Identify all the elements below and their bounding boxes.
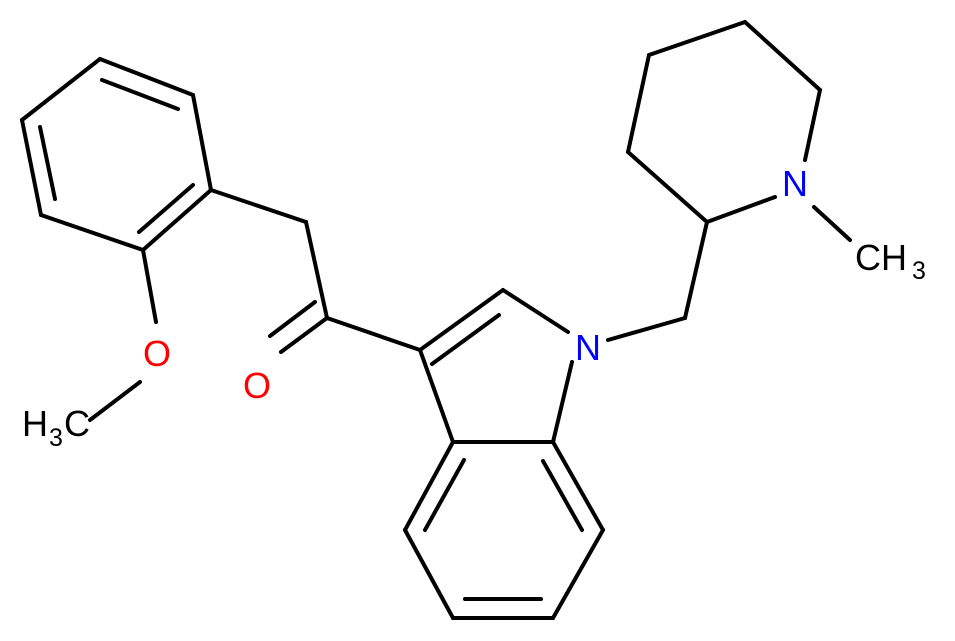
piperidine-nitrogen-label: N [782,163,808,204]
bond [20,118,43,217]
bond [683,220,709,320]
bond [137,183,195,234]
bond [626,53,651,154]
bond [191,93,213,192]
methoxy-methyl-subscript: 3 [49,424,63,452]
bond [20,57,102,122]
methoxy-oxygen-label: O [143,333,171,374]
bond [268,300,317,338]
indole-benzene-ring [403,440,605,620]
bond [209,188,308,224]
bond [551,440,605,532]
bond [403,528,455,620]
methoxy-methyl-h: H [22,403,48,444]
bond [743,20,822,92]
bond [98,57,195,97]
bond [705,195,777,224]
bond [403,440,455,532]
bond [39,213,145,252]
methoxyphenyl-ring [20,57,213,252]
n-methyl-label: CH 3 [855,237,926,285]
bond [606,316,687,342]
bond [501,288,570,334]
n-methyl-ch: CH [855,237,907,278]
methoxy-methyl-label: H 3 C [22,403,90,452]
bond [541,459,584,532]
bond [647,20,747,57]
bond [803,88,822,162]
bond [141,188,213,252]
bond [626,150,709,224]
bond [88,380,142,422]
bond [418,288,505,352]
bond [430,313,501,366]
n-methyl-subscript: 3 [912,257,926,285]
bond [423,458,466,532]
bond [551,528,605,620]
bond [551,360,574,444]
bond [418,348,455,444]
bond [325,316,422,352]
indole-nitrogen-label: N [575,327,601,368]
indole-pyrrole-ring [418,288,574,444]
bond [100,78,180,111]
carbonyl-oxygen-label: O [243,365,271,406]
bond [38,125,57,201]
piperidine-ring [626,20,822,224]
bond [304,220,329,320]
bond [279,316,329,354]
methoxy-methyl-c: C [64,403,90,444]
bond [141,248,158,324]
bond [812,205,852,242]
